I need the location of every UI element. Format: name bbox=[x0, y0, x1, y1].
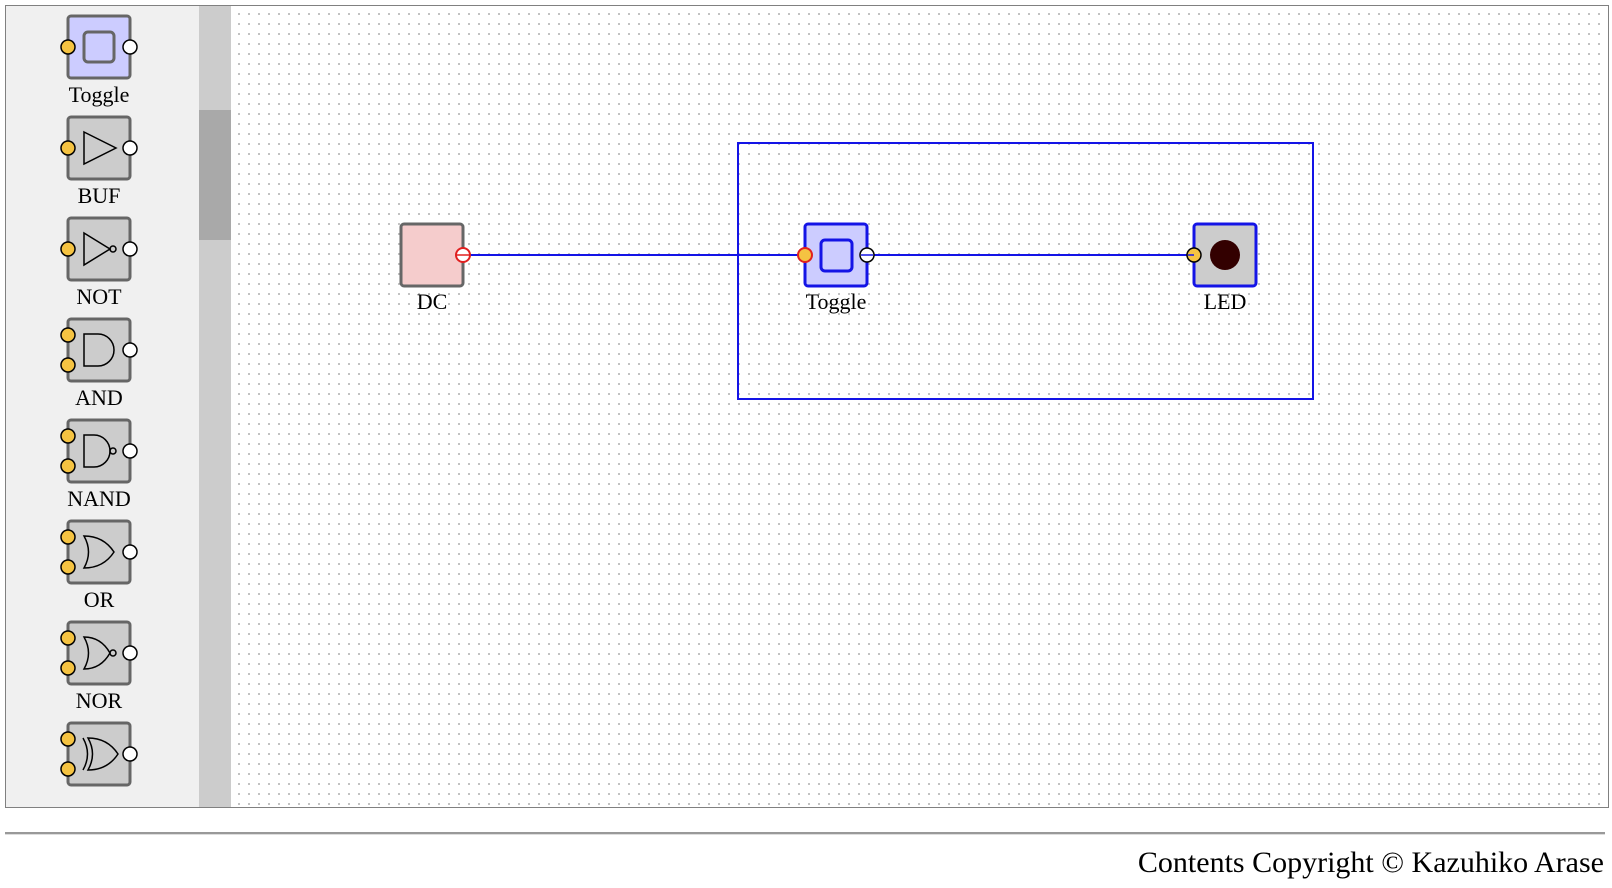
palette-scroll-thumb[interactable] bbox=[199, 110, 231, 240]
palette-input-pin bbox=[60, 761, 76, 777]
palette-item-label: NOR bbox=[76, 688, 123, 713]
buffer-gate-icon bbox=[83, 130, 118, 166]
palette-output-pin bbox=[122, 544, 138, 560]
toggle-input-pin[interactable] bbox=[797, 247, 813, 263]
nor-gate-icon bbox=[82, 636, 117, 670]
palette-item-label: BUF bbox=[78, 183, 121, 208]
palette-body[interactable] bbox=[66, 620, 132, 686]
palette-item-xor[interactable] bbox=[60, 721, 138, 787]
palette-body[interactable] bbox=[66, 721, 132, 787]
palette-item-label: NOT bbox=[76, 284, 122, 309]
palette-output-pin bbox=[122, 342, 138, 358]
palette-item-nor[interactable]: NOR bbox=[60, 620, 138, 713]
toggle-icon bbox=[82, 30, 116, 64]
palette-body[interactable] bbox=[66, 115, 132, 181]
palette-item-not[interactable]: NOT bbox=[60, 216, 138, 309]
palette-input-pin bbox=[60, 458, 76, 474]
dc-body[interactable] bbox=[399, 222, 465, 288]
palette-item-label: OR bbox=[84, 587, 115, 612]
palette-input-pin bbox=[60, 140, 76, 156]
palette-body[interactable] bbox=[66, 216, 132, 282]
palette-input-pin bbox=[60, 428, 76, 444]
selection-rectangle[interactable] bbox=[737, 142, 1314, 400]
led-lamp-icon bbox=[1210, 240, 1240, 270]
palette-output-pin bbox=[122, 645, 138, 661]
palette-item-or[interactable]: OR bbox=[60, 519, 138, 612]
palette-input-pin bbox=[60, 630, 76, 646]
palette-output-pin bbox=[122, 39, 138, 55]
led-label: LED bbox=[1204, 289, 1247, 314]
dc-source[interactable]: DC bbox=[399, 222, 471, 314]
palette-item-nand[interactable]: NAND bbox=[60, 418, 138, 511]
palette-output-pin bbox=[122, 443, 138, 459]
palette-output-pin bbox=[122, 241, 138, 257]
toggle-label: Toggle bbox=[806, 289, 867, 314]
nand-gate-icon bbox=[83, 434, 117, 468]
footer-divider bbox=[5, 832, 1605, 835]
circuit-svg: DC Toggle LED bbox=[399, 142, 1314, 400]
led-component[interactable]: LED bbox=[1186, 222, 1258, 314]
palette-output-pin bbox=[122, 746, 138, 762]
palette-body[interactable] bbox=[66, 14, 132, 80]
palette-item-toggle[interactable]: Toggle bbox=[60, 14, 138, 107]
palette-input-pin bbox=[60, 241, 76, 257]
dc-label: DC bbox=[417, 289, 448, 314]
toggle-component[interactable]: Toggle bbox=[797, 222, 875, 314]
and-gate-icon bbox=[83, 333, 115, 367]
palette-input-pin bbox=[60, 559, 76, 575]
palette-scrollbar[interactable] bbox=[199, 6, 231, 807]
toggle-button-icon[interactable] bbox=[819, 238, 854, 273]
palette-item-label: Toggle bbox=[69, 82, 130, 107]
palette-item-label: AND bbox=[75, 385, 123, 410]
palette-body[interactable] bbox=[66, 519, 132, 585]
or-gate-icon bbox=[82, 535, 115, 569]
palette-item-and[interactable]: AND bbox=[60, 317, 138, 410]
xor-gate-icon bbox=[82, 737, 119, 771]
palette-body[interactable] bbox=[66, 418, 132, 484]
palette-input-pin bbox=[60, 529, 76, 545]
toggle-body[interactable] bbox=[803, 222, 869, 288]
palette-item-buf[interactable]: BUF bbox=[60, 115, 138, 208]
palette-input-pin bbox=[60, 327, 76, 343]
circuit-canvas[interactable]: DC Toggle LED bbox=[231, 6, 1608, 807]
palette-item-label: NAND bbox=[67, 486, 131, 511]
palette-input-pin bbox=[60, 39, 76, 55]
palette-output-pin bbox=[122, 140, 138, 156]
palette-input-pin bbox=[60, 357, 76, 373]
palette-input-pin bbox=[60, 731, 76, 747]
not-gate-icon bbox=[83, 231, 117, 267]
palette-body[interactable] bbox=[66, 317, 132, 383]
copyright-text: Contents Copyright © Kazuhiko Arase bbox=[1137, 846, 1604, 879]
palette-input-pin bbox=[60, 660, 76, 676]
